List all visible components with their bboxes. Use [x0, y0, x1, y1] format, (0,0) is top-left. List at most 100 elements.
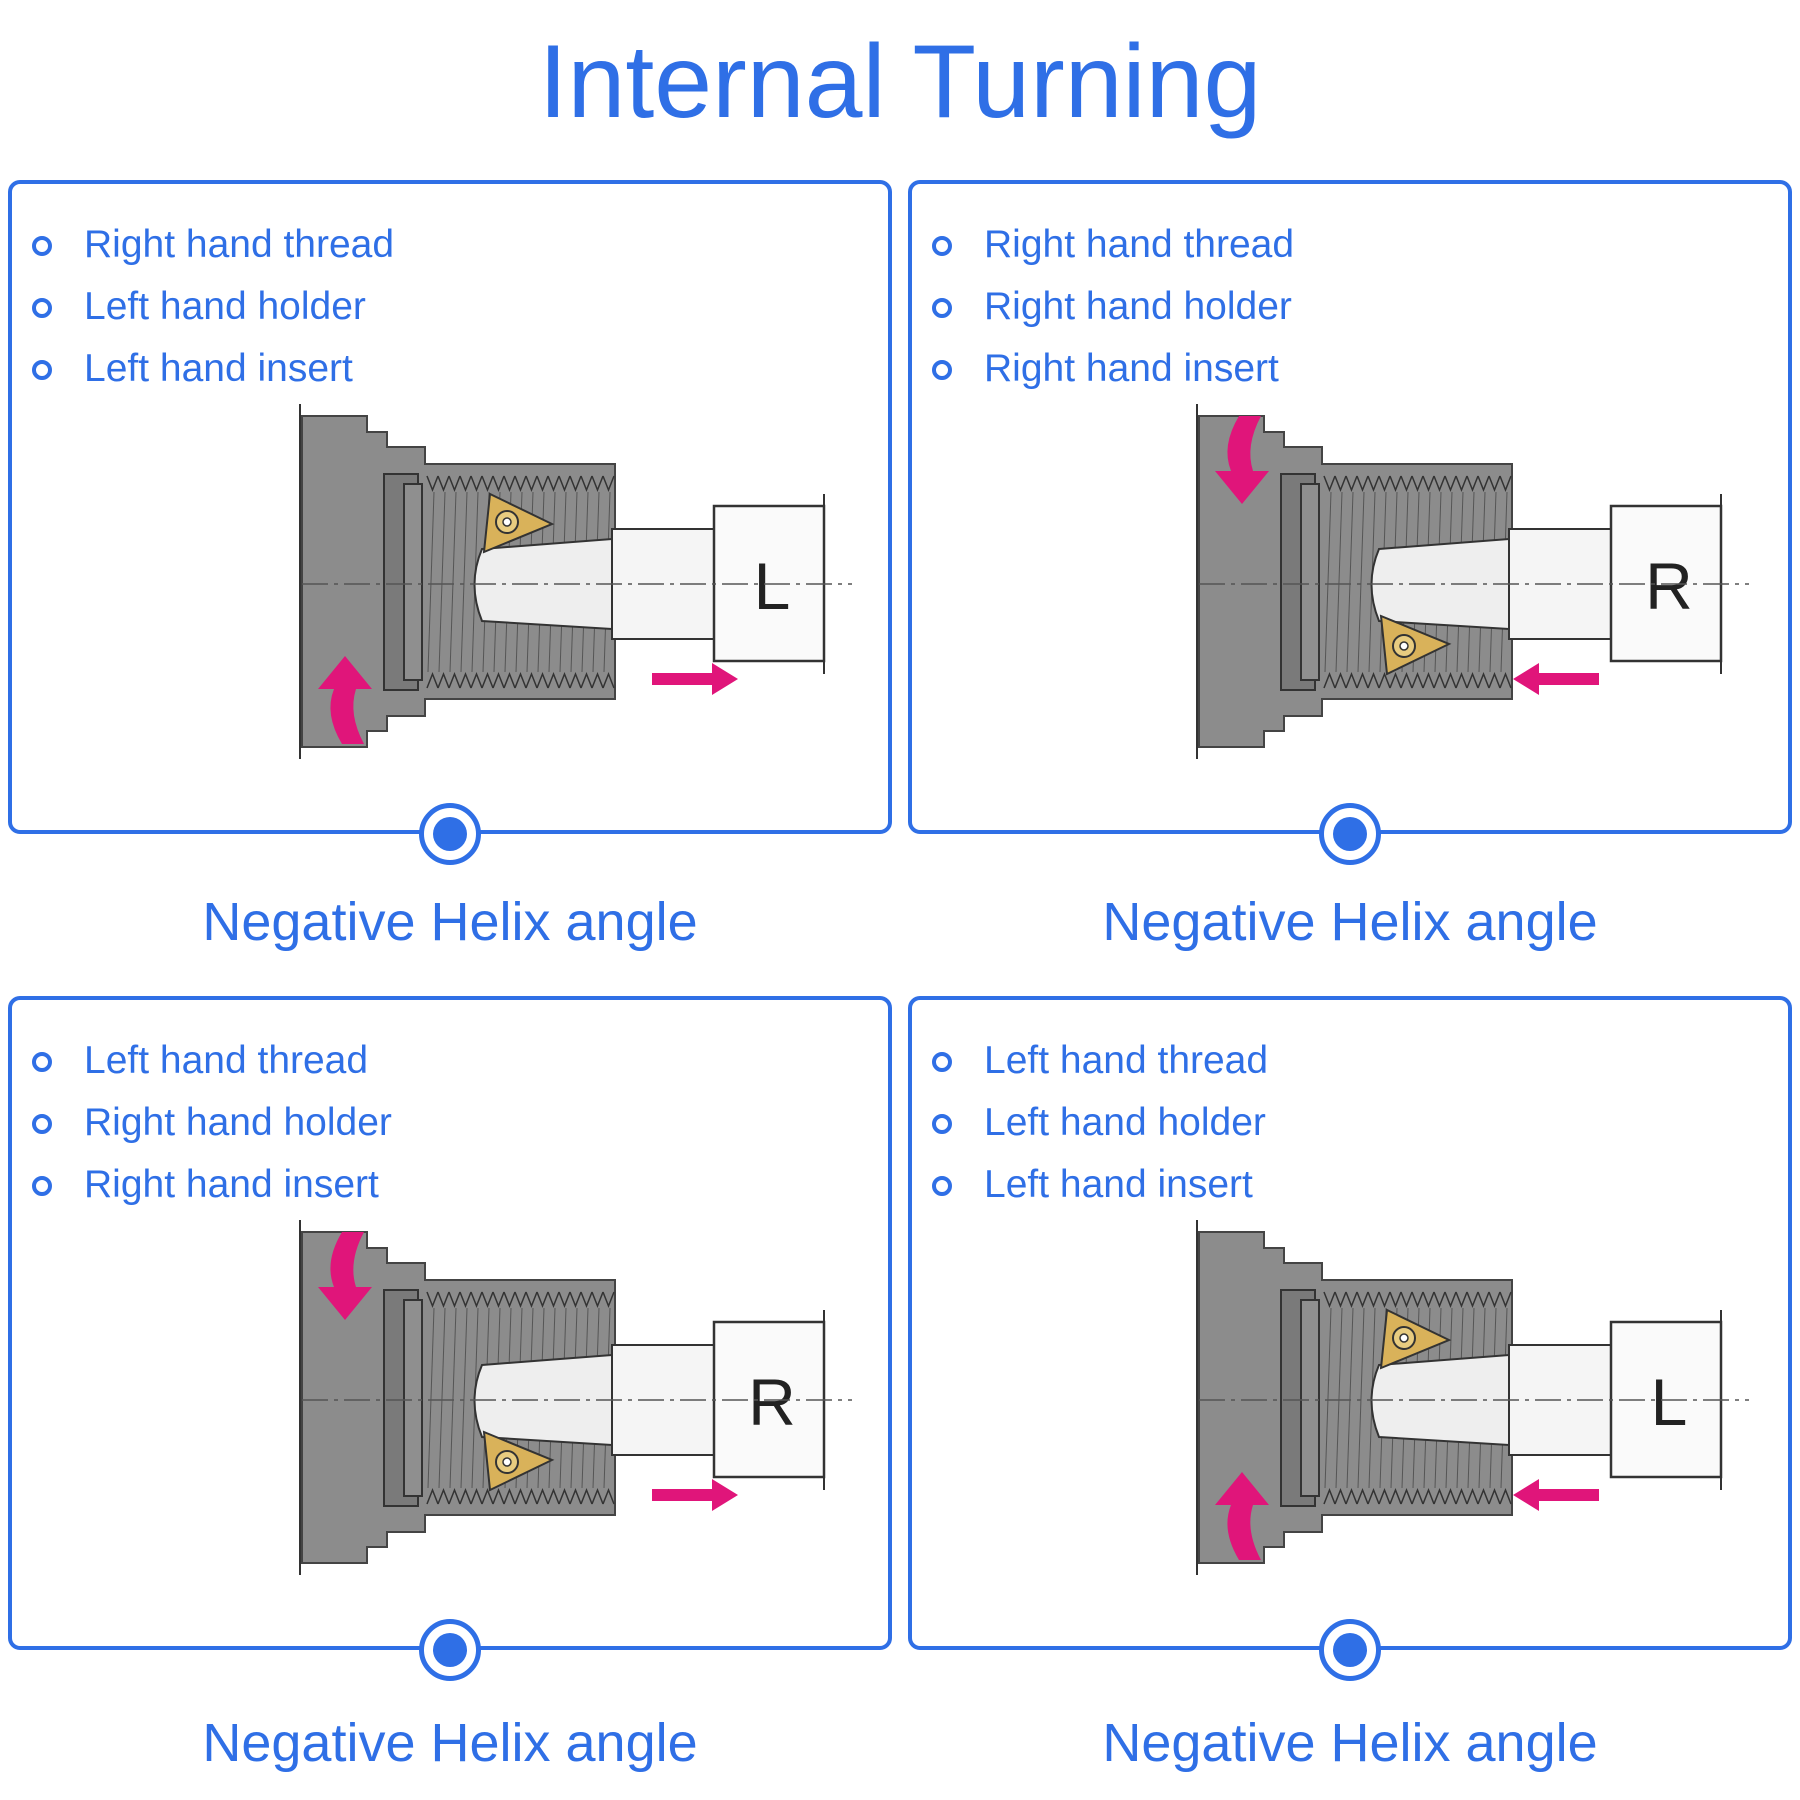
thread-tooth [1345, 1291, 1358, 1309]
thread-tooth [514, 671, 527, 689]
thread-helix-line [438, 491, 446, 673]
thread-tooth [459, 475, 472, 493]
thread-tooth [1499, 475, 1512, 493]
spec-list: Right hand thread Right hand holder Righ… [932, 214, 1294, 400]
thread-tooth [1477, 1291, 1490, 1309]
thread-tooth [503, 475, 516, 493]
thread-helix-line [1335, 491, 1343, 673]
thread-tooth [437, 1291, 450, 1309]
bullet-icon [932, 236, 952, 256]
bullet-icon [32, 1114, 52, 1134]
thread-tooth [1378, 671, 1391, 689]
thread-tooth [1400, 1487, 1413, 1505]
thread-tooth [1400, 671, 1413, 689]
thread-tooth [1334, 475, 1347, 493]
thread-tooth [547, 671, 560, 689]
list-item: Left hand insert [32, 338, 394, 400]
thread-tooth [1477, 671, 1490, 689]
thread-spec: Left hand thread [984, 1039, 1269, 1082]
thread-tooth [1411, 671, 1424, 689]
schematic-group: R [1196, 404, 1749, 759]
insert-screw-hole [502, 517, 512, 527]
bullet-icon [32, 236, 52, 256]
thread-tooth [602, 1291, 615, 1309]
thread-tooth [1466, 1291, 1479, 1309]
thread-tooth [470, 475, 483, 493]
spec-list: Left hand thread Left hand holder Left h… [932, 1030, 1268, 1216]
thread-tooth [547, 1487, 560, 1505]
thread-helix-line [449, 491, 457, 673]
holder-spec: Left hand holder [84, 285, 366, 328]
thread-tooth [1378, 1291, 1391, 1309]
thread-tooth [591, 671, 604, 689]
insert-spec: Right hand insert [984, 347, 1279, 390]
thread-tooth [470, 1291, 483, 1309]
thread-tooth [470, 671, 483, 689]
thread-helix-line [427, 491, 435, 673]
thread-tooth [536, 475, 549, 493]
insert-screw-hole [1399, 1333, 1409, 1343]
inner-shoulder-step [1300, 483, 1320, 681]
selection-dot-icon [419, 1619, 481, 1681]
thread-tooth [1378, 475, 1391, 493]
thread-helix-line [438, 1307, 446, 1489]
thread-tooth [426, 1487, 439, 1505]
rotation-arrow-up-icon [318, 656, 372, 744]
thread-tooth [1433, 1487, 1446, 1505]
thread-tooth [1411, 475, 1424, 493]
holder-letter-label: R [1645, 549, 1693, 623]
thread-tooth [426, 671, 439, 689]
thread-tooth [569, 671, 582, 689]
thread-tooth [1444, 671, 1457, 689]
selection-dot-icon [419, 803, 481, 865]
thread-tooth [1488, 1291, 1501, 1309]
thread-tooth [591, 475, 604, 493]
thread-tooth [437, 671, 450, 689]
thread-tooth [492, 1487, 505, 1505]
thread-tooth [536, 671, 549, 689]
workpiece-body [301, 415, 616, 748]
thread-tooth [569, 1487, 582, 1505]
feed-arrow-right-icon [652, 663, 738, 695]
rotation-arrow-down-icon [1215, 416, 1269, 504]
list-item: Right hand holder [932, 276, 1294, 338]
bullet-icon [32, 1176, 52, 1196]
thread-helix-line [1335, 1307, 1343, 1489]
feed-arrow-left-icon [1513, 1479, 1599, 1511]
list-item: Left hand insert [932, 1154, 1268, 1216]
selection-dot-icon [1319, 803, 1381, 865]
thread-tooth [459, 1487, 472, 1505]
thread-tooth [1499, 671, 1512, 689]
thread-tooth [547, 1291, 560, 1309]
thread-tooth [448, 475, 461, 493]
thread-tooth [514, 475, 527, 493]
thread-tooth [492, 475, 505, 493]
thread-teeth [1323, 475, 1512, 689]
thread-tooth [1334, 1487, 1347, 1505]
schematic-group: L [299, 404, 852, 759]
thread-helix-line [1346, 1307, 1354, 1489]
workpiece-body [1198, 1231, 1513, 1564]
schematic-group: L [1196, 1220, 1749, 1575]
thread-tooth [1323, 671, 1336, 689]
page-title: Internal Turning [538, 24, 1262, 140]
thread-tooth [1422, 475, 1435, 493]
thread-tooth [1411, 1291, 1424, 1309]
thread-tooth [1411, 1487, 1424, 1505]
internal-turning-diagram: R [1196, 404, 1749, 759]
holder-letter-label: L [754, 549, 791, 623]
thread-tooth [1466, 475, 1479, 493]
bullet-icon [932, 1114, 952, 1134]
list-item: Right hand thread [32, 214, 394, 276]
thread-helix-line [449, 1307, 457, 1489]
bullet-icon [932, 360, 952, 380]
bullet-icon [932, 1176, 952, 1196]
thread-tooth [580, 475, 593, 493]
thread-tooth [1455, 1291, 1468, 1309]
thread-helix-line [1357, 491, 1365, 673]
internal-turning-diagram: L [299, 404, 852, 759]
thread-tooth [1367, 671, 1380, 689]
thread-tooth [1367, 475, 1380, 493]
diagram-panel-2: Right hand thread Right hand holder Righ… [908, 180, 1792, 834]
internal-turning-diagram: L [1196, 1220, 1749, 1575]
